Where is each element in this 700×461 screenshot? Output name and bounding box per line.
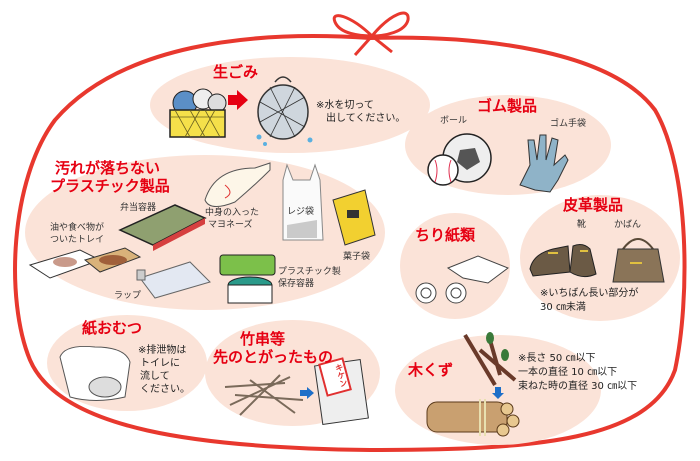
plastic-title-2: プラスチック製品 [50,177,170,195]
rubber-title: ゴム製品 [477,97,538,115]
bento-icon [118,204,207,251]
rejibukuro-label: レジ袋 [287,207,315,217]
arrow-right-icon [228,90,248,110]
bow-icon [332,11,410,57]
diaper-note-2: トイレに [140,358,180,369]
diaper-title: 紙おむつ [82,319,143,337]
rubber-gloves-icon [519,134,569,193]
leather-title: 皮革製品 [563,196,624,214]
bag-label: かばん [614,220,642,230]
wrap-label: ラップ [114,291,142,301]
skewers-title-1: 竹串等 [240,330,286,348]
container-label-1: プラスチック製 [278,267,341,277]
namagomi-note-1: ※水を切って [316,100,374,111]
snack-bag-icon [332,189,376,246]
garbage-basket-icon [169,88,227,138]
kashibukuro-label: 菓子袋 [343,252,371,262]
diaper-icon [59,346,131,401]
diaper-note-4: ください。 [140,384,190,395]
ball-icon [427,133,492,186]
plastic-title-1: 汚れが落ちない [55,159,161,177]
namagomi-title: 生ごみ [213,63,259,81]
skewers-icon [224,374,304,416]
mayo-label-2: マヨネーズ [208,220,253,230]
namagomi-note-2: 出してください。 [326,113,406,124]
tray-label-1: 油や食べ物が [50,223,105,233]
shoes-label: 靴 [577,220,587,230]
plastic-area [25,155,385,310]
gloves-label: ゴム手袋 [550,119,587,129]
tissue-title: ちり紙類 [415,226,476,244]
wood-title: 木くず [408,361,454,379]
leather-shoes-icon [529,244,597,278]
tray-label-2: ついたトレイ [50,235,105,245]
wrap-icon [136,261,211,299]
arrow-down-icon [492,387,504,399]
wood-note-1: ※長さ 50 ㎝以下 [518,353,596,364]
wood-scraps-icon [463,332,517,387]
leather-note-1: ※いちばん長い部分が [540,288,639,299]
mayo-label-1: 中身の入った [205,208,260,218]
bento-label: 弁当容器 [120,203,157,213]
tissue-icon [415,255,510,304]
leather-bag-icon [612,238,665,283]
drained-net-icon [256,76,313,146]
wood-bundle-icon [426,399,520,437]
storage-container-icon [219,254,276,304]
leather-note-2: 30 ㎝未満 [540,302,586,313]
mayonnaise-icon [204,162,271,207]
arrow-blue-icon [300,387,314,399]
plastic-items-illustration [28,162,376,304]
wood-note-2: 一本の直径 10 ㎝以下 [518,367,618,378]
tray-icon [28,247,142,279]
diaper-note-1: ※排泄物は [138,345,187,356]
shopping-bag-icon [282,163,324,241]
skewers-title-2: 先のとがったもの [213,348,334,366]
wood-note-3: 束ねた時の直径 30 ㎝以下 [518,381,638,392]
ball-label: ボール [440,116,468,126]
container-label-2: 保存容器 [278,279,315,289]
diaper-note-3: 流して [140,371,170,382]
